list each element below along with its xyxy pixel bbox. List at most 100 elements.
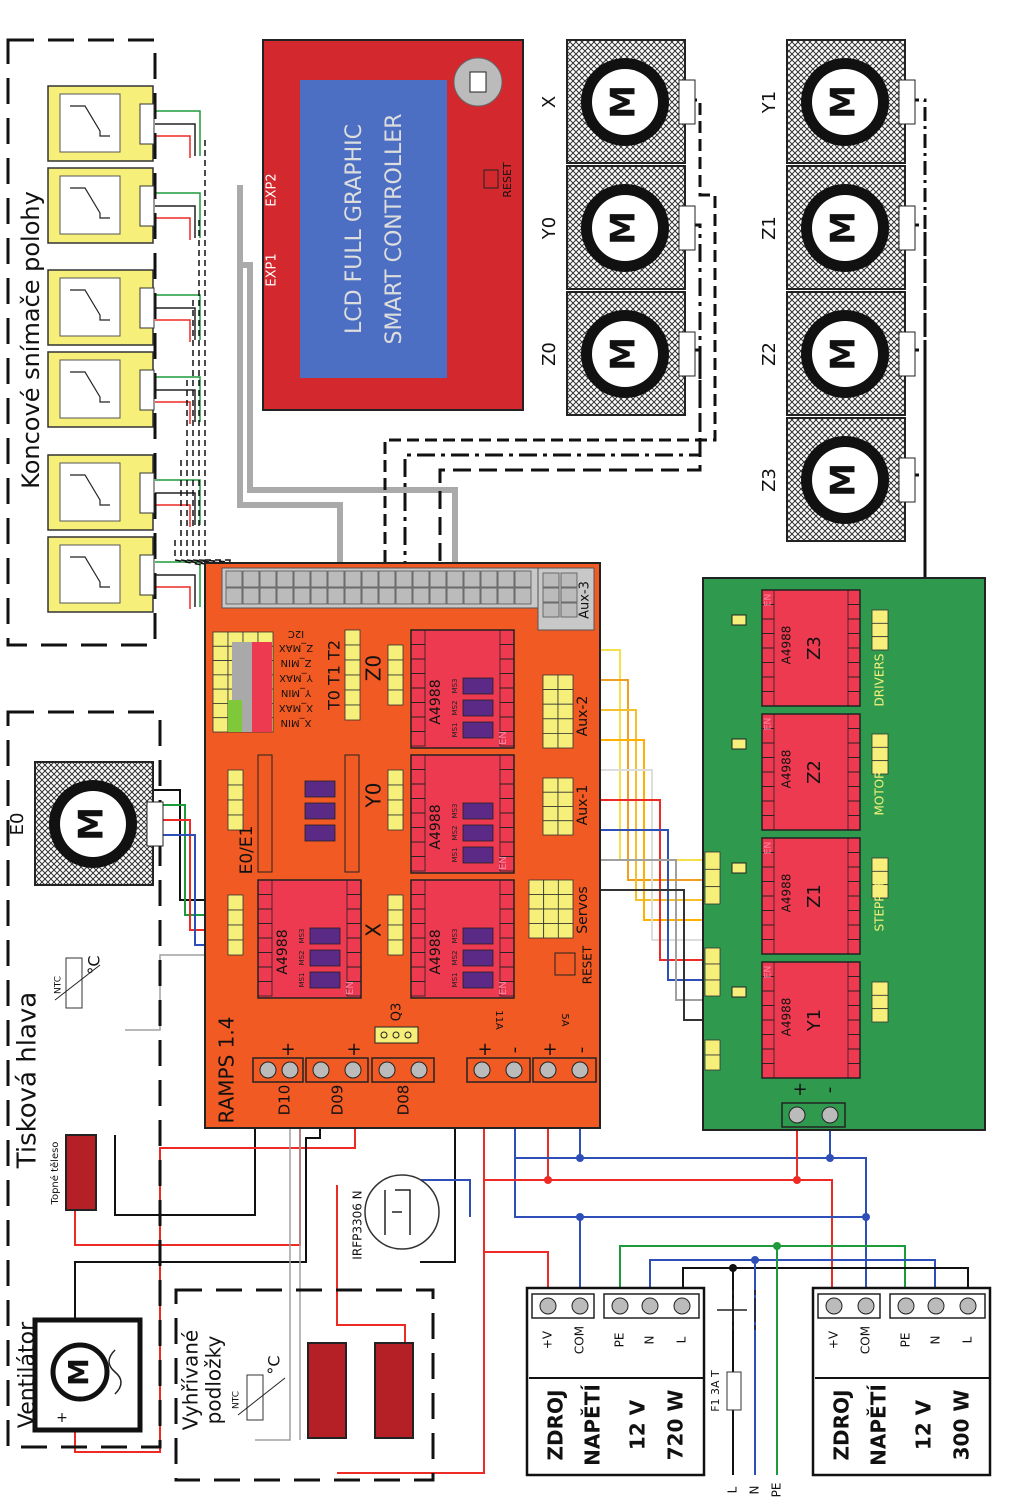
driver-axis-label: Z2	[804, 760, 825, 784]
header-pin	[259, 570, 277, 588]
header-pin	[395, 570, 413, 588]
psu-terminal-label: PE	[613, 1333, 627, 1348]
motor-rotor	[812, 195, 878, 261]
pin	[344, 629, 361, 646]
wire	[155, 217, 191, 240]
pin	[871, 746, 889, 762]
psu-line2: NAPĚTÍ	[581, 1384, 605, 1466]
motor-m-glyph: M	[824, 211, 864, 245]
screw-icon	[312, 1061, 330, 1079]
header-pin	[310, 587, 328, 605]
pin	[344, 674, 361, 691]
psu-terminal-label: L	[675, 1336, 689, 1343]
bed-heater	[374, 1342, 414, 1439]
thermistor-label: T0 T1 T2	[325, 640, 344, 711]
pin	[227, 939, 244, 956]
pin	[543, 908, 559, 924]
mains-switch-icon	[717, 1290, 756, 1330]
pin	[212, 660, 229, 676]
wire	[155, 574, 196, 607]
pin	[557, 703, 574, 720]
driver-pin	[499, 856, 515, 872]
ms-jumper	[309, 927, 341, 945]
driver-body	[410, 754, 515, 874]
wire	[155, 307, 196, 340]
ms-jumper	[462, 802, 494, 820]
terminal-label: D08	[395, 1085, 413, 1116]
pin	[557, 806, 574, 822]
fan-blade-icon	[108, 1349, 122, 1395]
aux3-pin	[560, 602, 578, 618]
header-pin	[412, 570, 430, 588]
motor-connector	[678, 331, 696, 377]
reset-button-icon	[554, 952, 576, 976]
header-pin	[480, 570, 498, 588]
wire	[155, 389, 196, 422]
header-pin	[429, 587, 447, 605]
mosfet-label: IRFP3306 N	[351, 1190, 365, 1259]
pin	[871, 733, 889, 748]
pin	[542, 777, 559, 793]
header-pin	[327, 570, 345, 588]
wire	[649, 1259, 936, 1297]
wire	[155, 294, 201, 340]
switch-icon	[70, 187, 110, 219]
header-pin	[276, 587, 294, 605]
e1-motor-header	[227, 769, 244, 831]
motor-connector	[898, 457, 916, 503]
psu-body	[811, 1286, 992, 1477]
bed-title-2: podložky	[202, 1336, 226, 1425]
pin	[212, 645, 229, 661]
screw-icon	[344, 1061, 362, 1079]
pin	[871, 760, 889, 775]
motor-rotor	[592, 195, 658, 261]
terminal-label: 11A	[493, 1010, 504, 1030]
endstop-switch	[47, 351, 155, 428]
wire	[336, 1185, 406, 1343]
header-pin	[225, 570, 243, 588]
wire	[155, 110, 201, 156]
motor-connector	[898, 79, 916, 125]
pin	[557, 791, 574, 807]
driver-pin	[346, 981, 362, 997]
drivers-input-header	[704, 851, 721, 905]
driver-axis-label: Y1	[804, 1009, 825, 1032]
psu-power: 720 W	[664, 1390, 688, 1461]
ntc-slash	[54, 964, 101, 1001]
screw-icon	[788, 1106, 806, 1124]
driver-pin	[847, 939, 861, 955]
endstop-window	[59, 175, 121, 235]
e0e1-label: E0/E1	[237, 826, 257, 875]
junction-dot	[862, 1213, 870, 1221]
motor-m-glyph: M	[824, 85, 864, 119]
fuse-icon	[726, 1371, 742, 1411]
heated-bed-group	[174, 1288, 435, 1482]
psu-terminal-label: L	[961, 1336, 975, 1343]
minus-sign: -	[504, 1047, 525, 1054]
wire	[337, 1252, 485, 1474]
driver-pin	[761, 815, 775, 831]
pin	[871, 857, 889, 872]
psu-line1: ZDROJ	[830, 1390, 854, 1461]
endstop-window	[59, 544, 121, 604]
x-motor-header	[387, 894, 404, 956]
hotend-heater	[65, 1134, 97, 1211]
junction-dot	[576, 1154, 584, 1162]
ntc-thermistor-icon	[65, 957, 83, 1009]
endstops-group	[6, 38, 157, 647]
wire	[155, 205, 196, 238]
wire	[155, 586, 191, 609]
mains-label: PE	[770, 1483, 784, 1498]
header-pin	[446, 587, 464, 605]
pin	[871, 1008, 889, 1023]
ms-label: MS2	[451, 951, 459, 966]
pin	[871, 994, 889, 1010]
switch-icon	[70, 556, 110, 588]
header-pin	[225, 587, 243, 605]
pin	[557, 733, 574, 749]
header-pin	[293, 587, 311, 605]
driver-chip-label: A4988	[428, 929, 444, 974]
y0-motor-header	[387, 769, 404, 831]
printhead-group	[6, 710, 162, 1449]
